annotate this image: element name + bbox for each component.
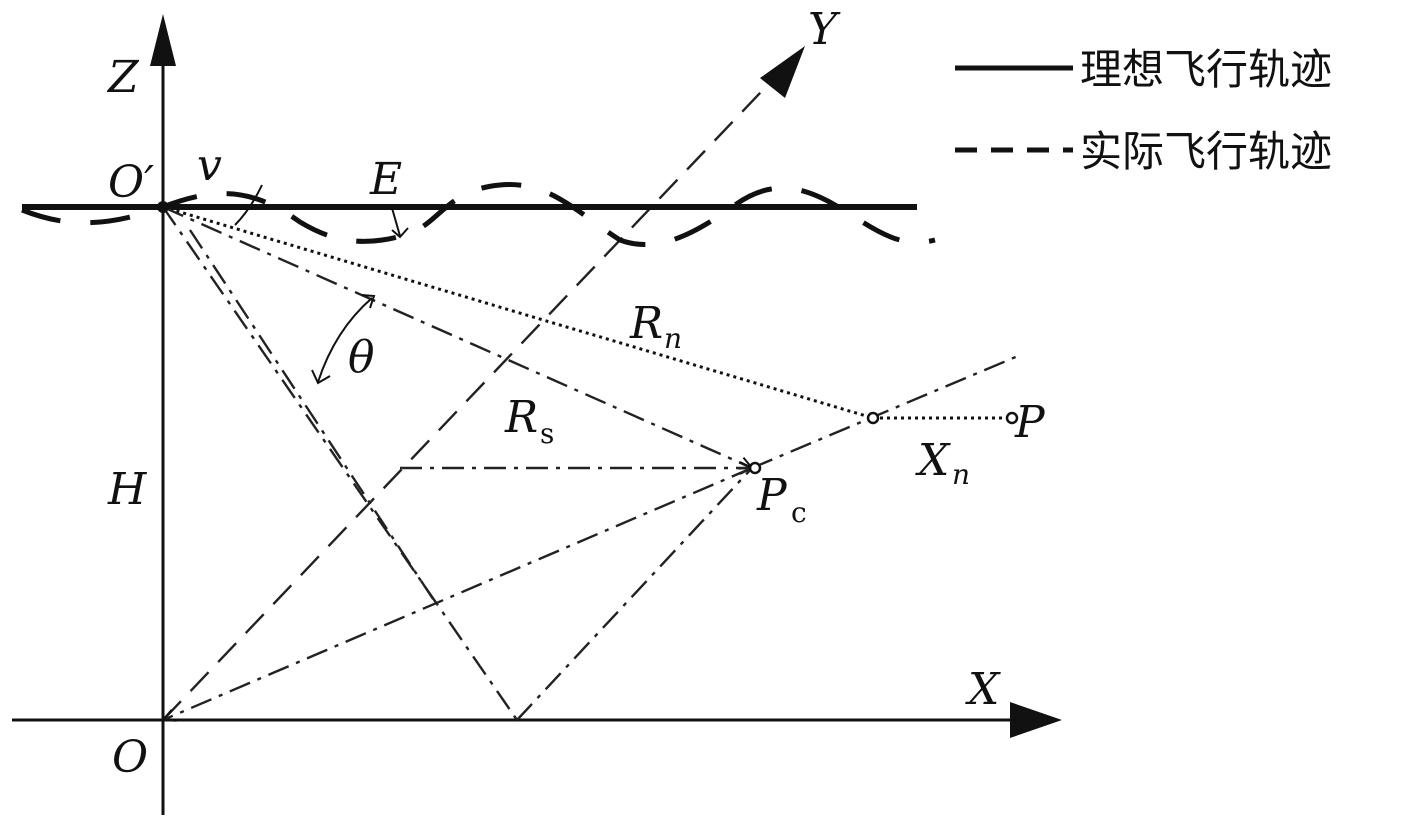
x-axis xyxy=(12,702,1062,738)
ground-track-extension xyxy=(751,354,1019,470)
theta-label: θ xyxy=(348,332,375,383)
z-axis-label: Z xyxy=(106,52,140,103)
error-label: E xyxy=(369,154,402,205)
range-rn-label: R xyxy=(629,298,663,349)
point-o-prime-dot xyxy=(157,201,169,213)
y-axis-arrowhead xyxy=(760,46,805,98)
point-pc-subscript: c xyxy=(791,496,807,529)
offset-xn-label: X xyxy=(915,435,951,486)
x-axis-arrowhead xyxy=(1010,702,1062,738)
point-p-label: P xyxy=(1014,397,1046,448)
range-rs-subscript: s xyxy=(540,417,554,450)
velocity-label: v xyxy=(197,140,222,191)
range-rn-subscript: n xyxy=(664,322,682,355)
x-axis-label: X xyxy=(965,664,1001,715)
y-axis-label: Y xyxy=(808,4,841,55)
point-p-dot xyxy=(1005,411,1019,425)
beam-edge-line xyxy=(162,206,518,721)
height-label: H xyxy=(107,464,148,515)
origin-prime-label: O′ xyxy=(108,157,154,208)
beam-line-left xyxy=(188,229,439,606)
error-marker xyxy=(391,207,401,237)
legend-ideal-label: 理想飞行轨迹 xyxy=(1080,45,1332,94)
range-rs-label: R xyxy=(504,392,538,443)
ground-track-line xyxy=(516,467,753,721)
legend-actual-label: 实际飞行轨迹 xyxy=(1080,127,1332,176)
velocity-arc xyxy=(234,184,263,226)
point-pc-dot xyxy=(748,461,762,475)
range-rs-line xyxy=(162,205,752,468)
y-axis xyxy=(162,46,805,721)
range-rn-line xyxy=(162,205,874,420)
o-to-pc-line xyxy=(163,466,753,720)
offset-xn-subscript: n xyxy=(952,458,970,491)
theta-angle-arc xyxy=(317,297,373,383)
actual-flight-path xyxy=(21,182,936,247)
z-axis xyxy=(150,14,176,815)
legend: 理想飞行轨迹 实际飞行轨迹 xyxy=(955,45,1332,176)
z-axis-arrowhead xyxy=(150,14,176,66)
origin-label: O xyxy=(112,732,148,783)
point-xn-start-dot xyxy=(866,411,880,425)
point-pc-label: P xyxy=(756,470,788,521)
